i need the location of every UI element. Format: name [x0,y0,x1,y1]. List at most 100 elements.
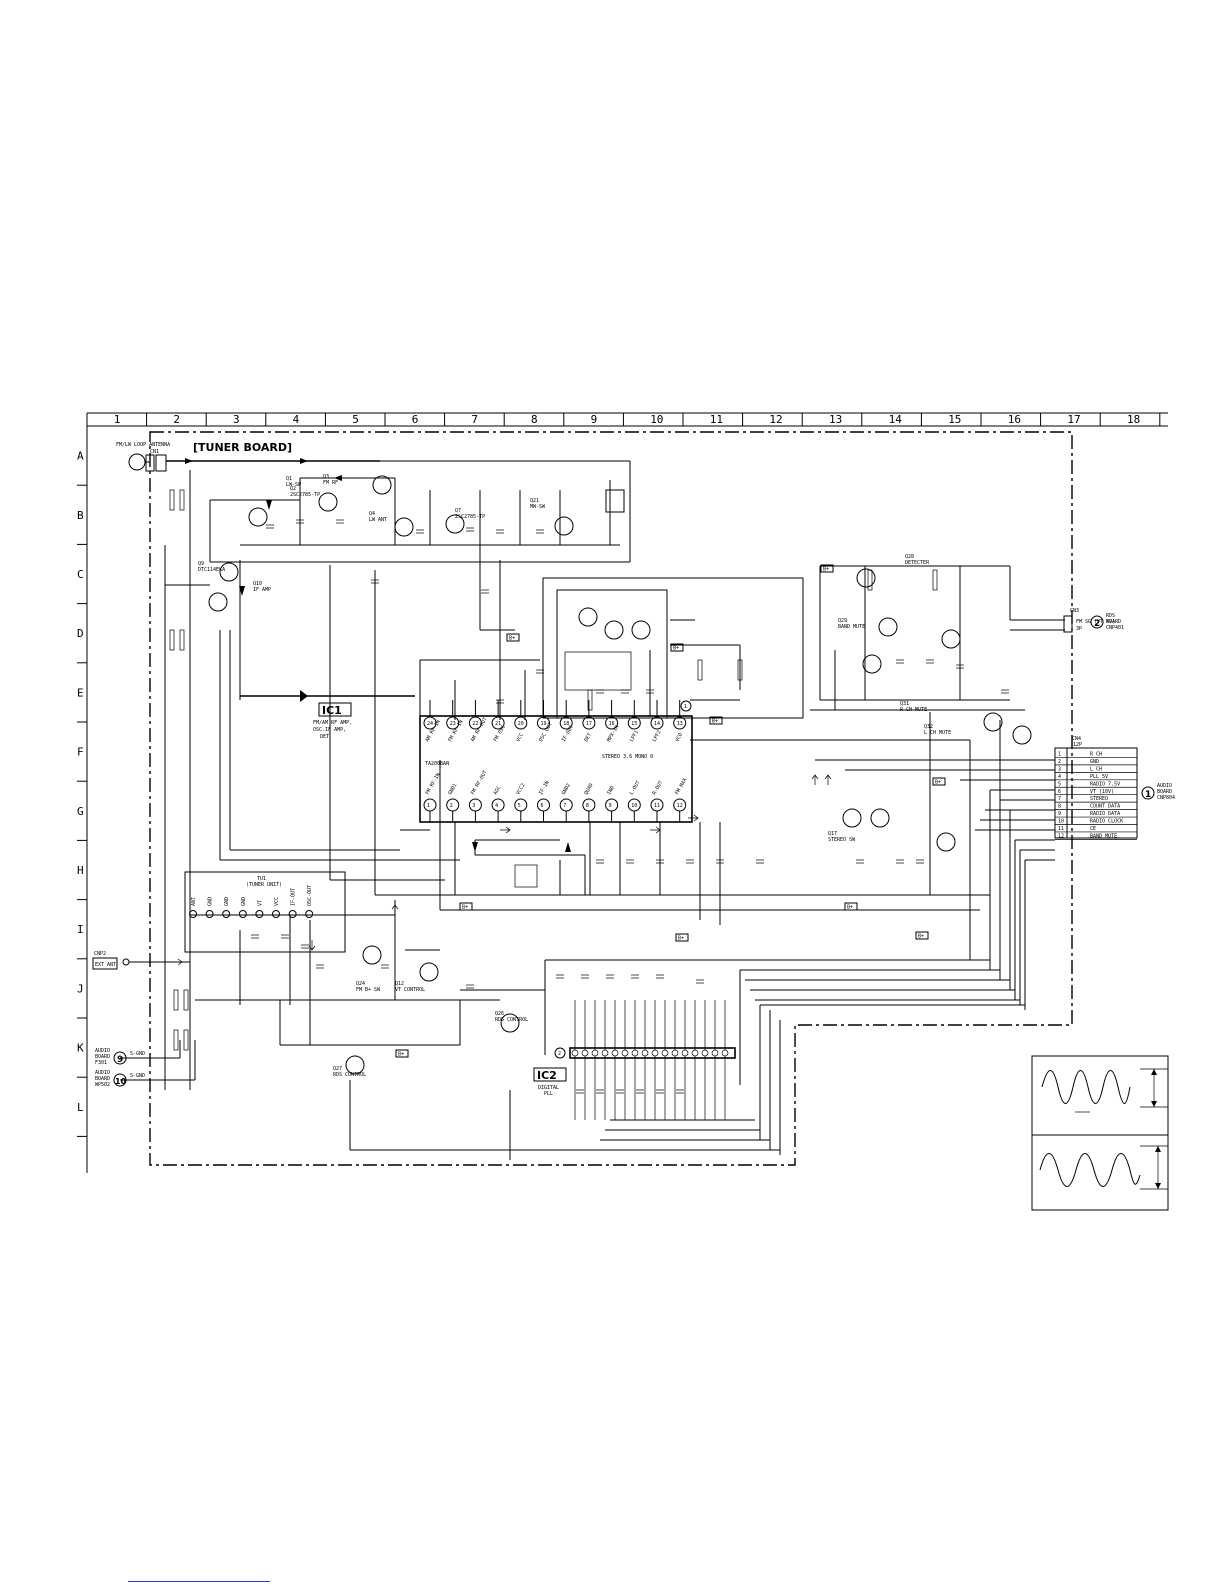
cn4-pin-name: R CH [1090,752,1102,758]
resistor [179,489,185,511]
ic2-desc-1: DIGITAL [538,1085,559,1091]
ic2-pin [721,1049,729,1057]
ic2-pin [571,1049,579,1057]
ic1-desc-2: OSC.IF AMP, [313,727,346,733]
ic2-pin [621,1049,629,1057]
ic2-pin [701,1049,709,1057]
ic1-pin-label: FM OSC [493,724,507,743]
transistor-ref: Q9 [198,561,204,567]
cn4-pin-number: 2 [1058,759,1061,765]
antenna [128,453,167,472]
ic1-pin-label: VCO [674,732,684,743]
cn4-ref: CN4 [1072,736,1081,742]
grid-row-label: I [77,923,84,936]
transistor-function: L CH MUTE [924,730,951,736]
transistor-function: FM B+ SW [356,987,381,993]
resistor [867,569,873,591]
grid-col-label: 7 [471,413,478,426]
grid-row-label: A [77,450,84,463]
ic1-pin-number: 8 [586,803,589,809]
ic1-pin-number: 1 [427,803,430,809]
cn3-label: FM SG (VT 4V) [1076,619,1115,625]
ic1-pin-number: 4 [495,803,498,809]
supply-tag: B+ [673,646,679,652]
grid-row-label: L [77,1101,84,1114]
ic1-pin-label: IND [606,785,616,796]
ic1-pin-label: DET [583,732,593,743]
ic1-part: TA2008AN [425,761,449,767]
transistor-ref: Q3 [323,474,329,480]
board-title: [TUNER BOARD] [193,441,292,454]
cn4-pin-number: 11 [1058,826,1064,832]
ic1-pin-label: AGC [493,785,503,796]
audio-ref-10-mark: 10 [115,1077,127,1086]
resistor [737,659,743,681]
transistor-function: LW ANT [369,517,387,523]
tuner-unit-sub: (TUNER UNIT) [246,882,282,888]
grid-col-label: 12 [769,413,782,426]
cn3-connector [1063,615,1104,633]
ic1-pin-label: QUAD [583,783,594,796]
supply-tags: B+B+B+B+B+B+B+B+B+B+ [395,564,946,1058]
signal-arrows [172,458,832,966]
supply-tag-box [675,933,689,942]
tuner-unit-pin-label: ANT [191,897,197,906]
ic1-note: STEREO 3.6 MONO 0 [602,754,653,760]
tuner-unit-pin [205,910,214,918]
ic1-pin-number: 9 [609,803,612,809]
footer-rule [128,1581,270,1582]
cn4-pin-name: VT (10V) [1090,789,1114,795]
cn4-pin-number: 10 [1058,819,1064,825]
grid-col-label: 13 [829,413,842,426]
audio-ref-10 [113,1073,127,1087]
ic2-pin [691,1049,699,1057]
supply-tag-box [395,1049,409,1058]
ic1-pin-number: 19 [541,721,547,727]
cn3-ref: CN3 [1070,608,1079,614]
transistor-ref: Q7 [455,508,461,514]
ic1-pin-label: LPF1 [629,730,640,743]
cn4-dest-label-3: CNP804 [1157,795,1175,801]
cn4-pin-name: L CH [1090,766,1102,772]
ic1-pin-label: VCC [515,732,525,743]
resistor [169,489,175,511]
transistor-ref: Q17 [828,831,837,837]
ic2-pin [631,1049,639,1057]
ic1-pin-number: 16 [609,721,615,727]
transistor-function: VT CONTROL [395,987,425,993]
cn4-pin-number: 7 [1058,796,1061,802]
grid-row-label: C [77,568,84,581]
supply-tag-box [844,902,858,911]
audio-ref-10-label-3: WP502 [95,1082,110,1088]
ic1-pin-number: 14 [654,721,660,727]
transistor-function: 2SC2785-TP [290,492,320,498]
ic1-pin-label: GND2 [561,783,572,796]
supply-tag-box [709,716,723,725]
cn4-pin-name: RADIO CLOCK [1090,819,1123,825]
cn3-pin-count: 3P [1076,626,1082,632]
ic1-pin-label: L-OUT [629,780,642,796]
transistor-ref: Q21 [530,498,539,504]
ic1-pin-number: 21 [495,721,501,727]
supply-tag: B+ [935,780,941,786]
ic1-pin-label: VCC2 [515,783,526,796]
resistor [173,1029,179,1051]
ic1 [419,715,693,823]
cn4-pin-number: 1 [1058,752,1061,758]
audio-ref-9 [113,1051,127,1065]
cn4-pin-number: 8 [1058,804,1061,810]
ic2-pin [651,1049,659,1057]
ic2-desc-2: PLL [544,1091,553,1097]
transistor-function: DTC114EKA [198,567,225,573]
cn4-pin-name: PLL 5V [1090,774,1108,780]
ic2-pin [591,1049,599,1057]
cn4-dest [1141,786,1155,800]
grid-row-label: D [77,627,84,640]
tuner-unit-pin-label: GND [224,897,230,906]
grid-col-label: 1 [114,413,121,426]
audio-ref-9-label-3: F301 [95,1060,107,1066]
tuner-unit-pin-label: OSC-OUT [307,885,313,906]
grid-row-label: E [77,686,84,699]
transistor-ref: Q4 [369,511,375,517]
grid-row-label: B [77,509,84,522]
